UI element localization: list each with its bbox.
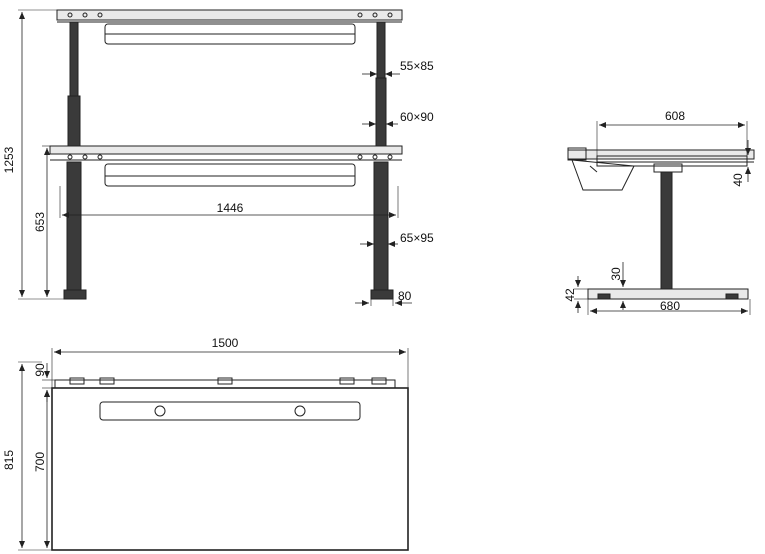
svg-text:42: 42 — [563, 288, 577, 302]
raised-left-column-upper — [69, 21, 79, 97]
dim-column-lower: 65×95 — [360, 231, 434, 247]
svg-text:700: 700 — [33, 452, 47, 472]
svg-text:90: 90 — [33, 363, 47, 377]
side-foot-pad-left — [597, 293, 611, 300]
raised-tabletop — [56, 9, 403, 21]
dim-side-foot-pad: 30 — [609, 262, 626, 310]
svg-text:1253: 1253 — [2, 146, 16, 173]
lowered-left-column — [66, 161, 82, 293]
side-tabletop — [567, 149, 755, 160]
top-view: 1500 90 815 700 — [2, 336, 409, 551]
dim-frame-width: 1446 — [59, 186, 399, 218]
top-grommet-left — [154, 405, 166, 417]
dim-top-depth: 700 — [33, 387, 52, 548]
side-column — [660, 171, 673, 291]
raised-right-column-upper — [376, 21, 386, 79]
svg-text:40: 40 — [731, 173, 745, 187]
dim-front-height-max: 1253 — [2, 9, 64, 300]
side-cable-tray — [571, 159, 635, 191]
svg-text:680: 680 — [660, 299, 680, 313]
dim-side-foot-length: 680 — [587, 299, 751, 315]
svg-text:1500: 1500 — [212, 336, 239, 350]
dim-column-middle: 60×90 — [362, 110, 434, 127]
top-tabletop — [51, 387, 409, 551]
svg-text:1446: 1446 — [217, 201, 244, 215]
svg-text:80: 80 — [398, 289, 412, 303]
lowered-left-foot — [63, 289, 87, 300]
raised-right-column-middle — [375, 77, 387, 151]
side-column-head — [653, 163, 683, 173]
svg-text:55×85: 55×85 — [400, 59, 434, 73]
dim-front-height-min: 653 — [33, 145, 50, 297]
lowered-tabletop — [49, 145, 403, 155]
dim-column-upper: 55×85 — [362, 59, 434, 77]
svg-text:65×95: 65×95 — [400, 231, 434, 245]
dim-top-width: 1500 — [51, 336, 409, 388]
dim-top-total-depth: 815 — [2, 361, 52, 551]
front-view: 1253 653 55×85 60×90 65×95 — [2, 9, 434, 306]
raised-screw-holes — [67, 12, 393, 18]
side-foot — [587, 288, 749, 300]
lowered-cable-tray — [104, 163, 356, 187]
svg-text:653: 653 — [33, 212, 47, 232]
dim-side-frame-depth: 608 — [596, 109, 748, 156]
side-frame — [596, 155, 748, 167]
svg-text:608: 608 — [665, 109, 685, 123]
top-grommet-right — [294, 405, 306, 417]
side-view: 608 40 30 42 680 — [563, 109, 755, 315]
side-foot-pad-right — [725, 293, 739, 300]
svg-text:815: 815 — [2, 450, 16, 470]
svg-text:30: 30 — [609, 267, 623, 281]
lowered-right-column — [373, 161, 389, 293]
dim-side-frame-height: 40 — [731, 140, 751, 187]
raised-left-column-lower — [67, 95, 81, 151]
lowered-right-foot — [370, 289, 394, 300]
lowered-screw-holes — [67, 154, 393, 160]
top-cable-tray — [99, 401, 361, 421]
svg-text:60×90: 60×90 — [400, 110, 434, 124]
dim-foot-width: 80 — [355, 289, 412, 306]
dim-side-foot-height: 42 — [563, 276, 588, 313]
